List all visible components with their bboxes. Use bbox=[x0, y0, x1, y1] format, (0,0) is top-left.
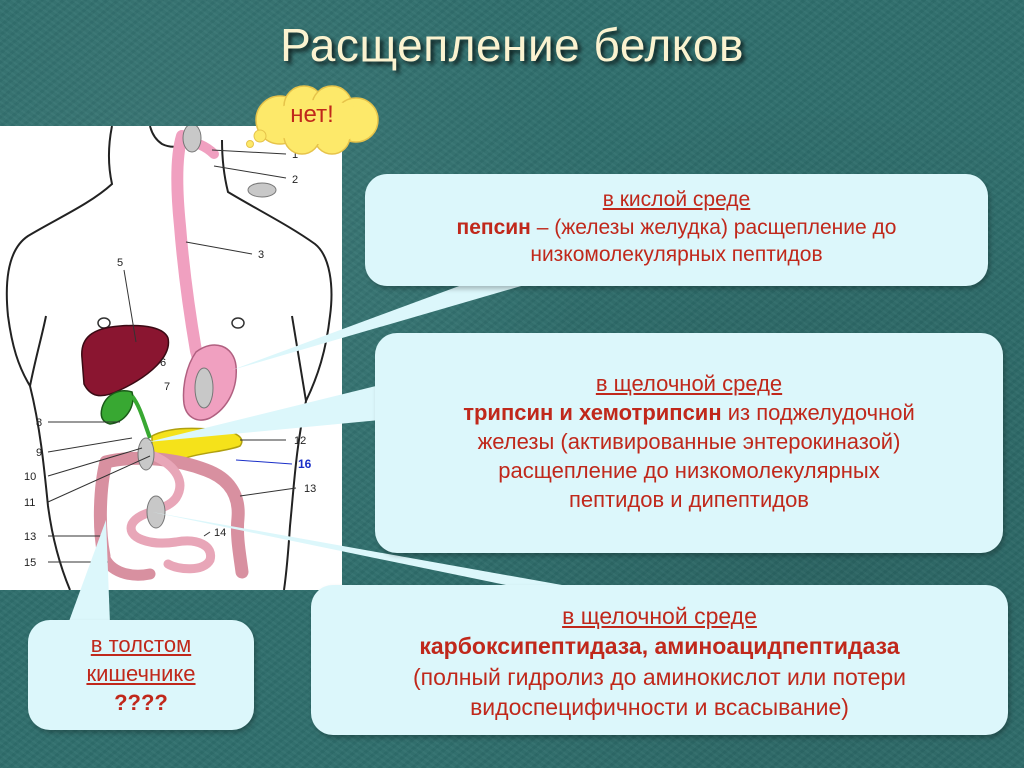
trypsin-info-box: в щелочной среде трипсин и хемотрипсин и… bbox=[375, 333, 1003, 553]
granule-intestine bbox=[146, 495, 166, 529]
leader-3 bbox=[185, 241, 253, 255]
arm-line-right bbox=[291, 315, 307, 402]
leader-11 bbox=[47, 455, 151, 503]
granule-mouth bbox=[182, 123, 202, 153]
leader-1 bbox=[211, 149, 287, 155]
gallbladder bbox=[100, 390, 134, 425]
slide-title: Расщепление белков bbox=[280, 19, 744, 71]
figure-label-2: 2 bbox=[292, 174, 298, 186]
anatomy-drawing: 1 2 3 5 6 7 8 9 10 11 12 13 13 14 15 16 bbox=[5, 123, 333, 591]
trypsin-activation: железы (активированные энтерокиназой) bbox=[477, 429, 901, 455]
trypsin-enzyme-name: трипсин и хемотрипсин bbox=[463, 400, 722, 426]
colon-info-box: в толстом кишечнике ???? bbox=[28, 620, 254, 730]
thought-cloud bbox=[246, 85, 379, 155]
colon-label-1: в толстом bbox=[90, 632, 192, 657]
figure-label-11: 11 bbox=[24, 497, 35, 509]
thought-cloud-text: нет! bbox=[290, 101, 334, 128]
figure-label-7: 7 bbox=[164, 381, 170, 393]
leader-5 bbox=[123, 269, 137, 343]
trypsin-result-2: пептидов и дипептидов bbox=[568, 487, 809, 513]
colon-label-2: кишечнике bbox=[86, 661, 196, 687]
alkaline-medium-label-intestine: в щелочной среде bbox=[562, 603, 757, 629]
figure-label-16: 16 bbox=[298, 457, 312, 471]
leader-9 bbox=[47, 437, 133, 453]
granule-stomach bbox=[194, 367, 214, 409]
nipple-left bbox=[97, 317, 111, 329]
peptidase-info-box: в щелочной среде карбоксипептидаза, амин… bbox=[311, 585, 1008, 735]
figure-label-9: 9 bbox=[36, 447, 42, 459]
figure-label-10: 10 bbox=[24, 471, 36, 483]
acidic-medium-label: в кислой среде bbox=[602, 188, 751, 211]
large-intestine bbox=[93, 451, 249, 579]
peptidase-enzyme-names: карбоксипептидаза, аминоацидпептидаза bbox=[419, 633, 900, 660]
pepsin-description: – (железы желудка) расщепление до bbox=[530, 215, 897, 239]
pepsin-enzyme-name: пепсин bbox=[456, 215, 531, 239]
figure-label-15: 15 bbox=[24, 557, 36, 569]
figure-label-3: 3 bbox=[258, 249, 264, 261]
enzyme-granules bbox=[137, 123, 277, 529]
leader-2 bbox=[213, 165, 287, 179]
trypsin-source: из поджелудочной bbox=[721, 400, 915, 426]
figure-label-5: 5 bbox=[117, 257, 123, 269]
leader-10 bbox=[47, 447, 143, 477]
leader-14 bbox=[203, 531, 211, 537]
leader-16 bbox=[235, 459, 293, 465]
alkaline-medium-label-pancreas: в щелочной среде bbox=[595, 371, 783, 396]
leader-13-right bbox=[239, 487, 297, 497]
figure-label-1: 1 bbox=[292, 149, 298, 161]
figure-label-8: 8 bbox=[36, 417, 42, 429]
colon-unknown: ???? bbox=[114, 690, 168, 716]
nipple-right bbox=[231, 317, 245, 329]
figure-label-13-left: 13 bbox=[24, 531, 36, 543]
digestive-system-illustration: 1 2 3 5 6 7 8 9 10 11 12 13 13 14 15 16 bbox=[0, 123, 342, 591]
body-outline bbox=[5, 125, 114, 591]
peptidase-result-1: (полный гидролиз до аминокислот или поте… bbox=[412, 663, 907, 690]
figure-label-12: 12 bbox=[294, 435, 306, 447]
bile-duct bbox=[130, 394, 152, 439]
figure-label-14: 14 bbox=[214, 527, 226, 539]
arm-line bbox=[29, 315, 47, 387]
figure-label-13-right: 13 bbox=[304, 483, 316, 495]
peptidase-result-2: видоспецифичности и всасывание) bbox=[470, 694, 849, 721]
liver bbox=[81, 324, 170, 397]
granule-saliva bbox=[247, 182, 277, 198]
pepsin-result: низкомолекулярных пептидов bbox=[530, 243, 823, 267]
pepsin-info-box: в кислой среде пепсин – (железы желудка)… bbox=[365, 174, 988, 286]
trypsin-result-1: расщепление до низкомолекулярных bbox=[498, 458, 880, 484]
granule-pancreas bbox=[137, 437, 155, 471]
figure-label-6: 6 bbox=[160, 357, 166, 369]
rectum bbox=[98, 550, 156, 581]
